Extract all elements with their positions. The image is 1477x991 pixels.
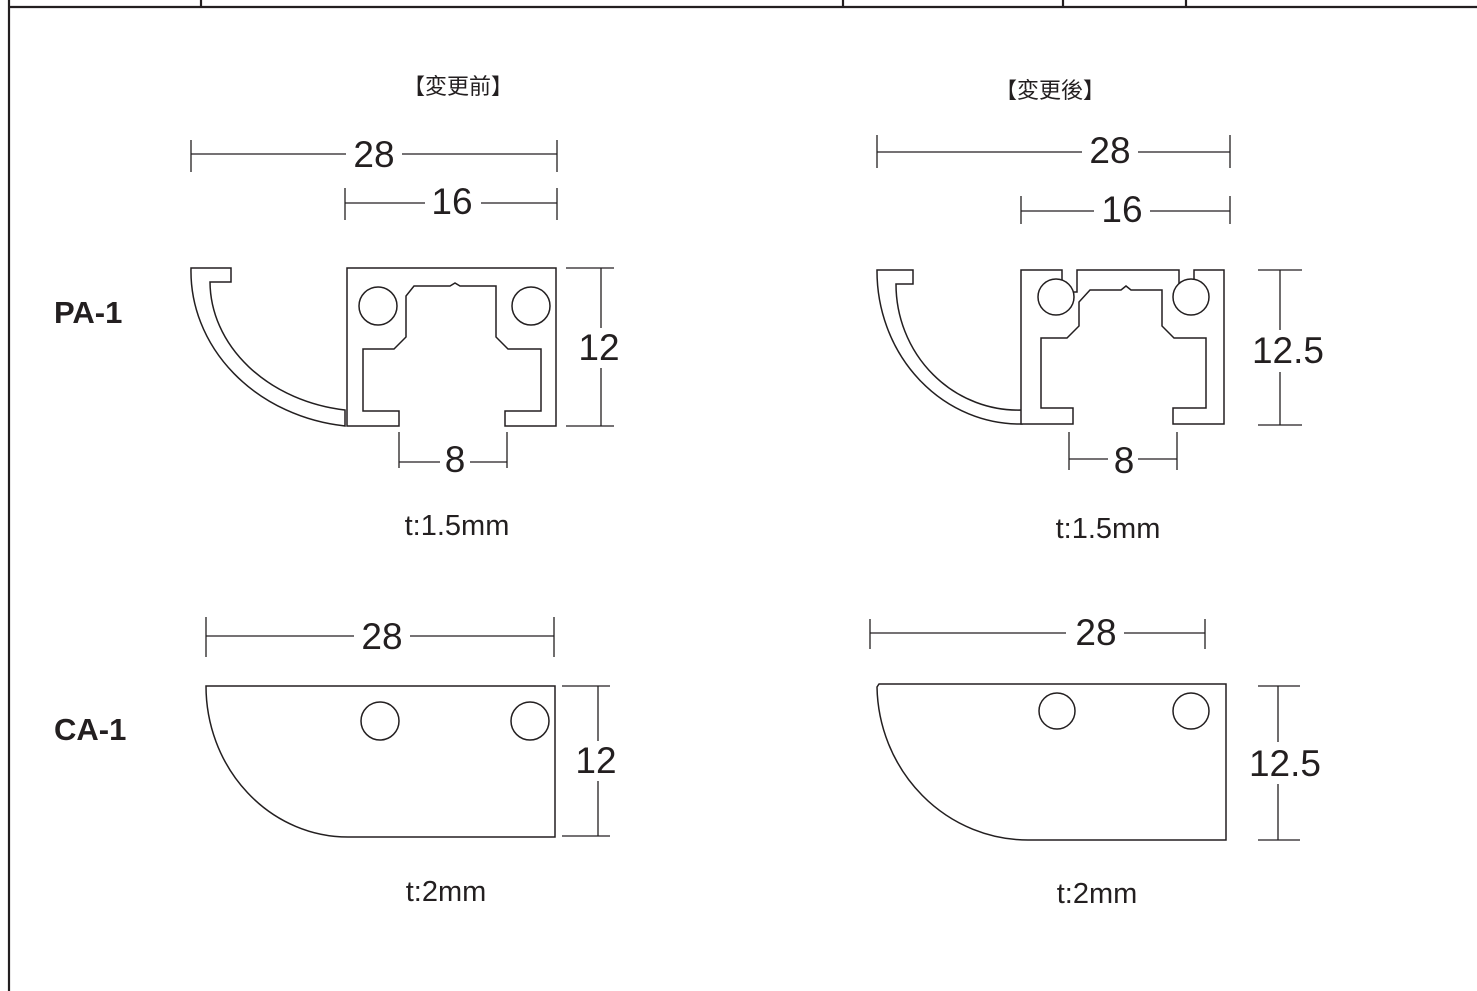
pa1-after-height: 12.5 — [1252, 330, 1324, 371]
ca1-after-dimensions: 28 12.5 — [869, 611, 1326, 841]
pa1-before-channel — [346, 267, 557, 427]
ca1-before-left-hole — [360, 701, 400, 741]
pa1-before-left-bead — [358, 286, 398, 326]
pa1-after-left-bead — [1037, 278, 1075, 316]
ca1-before-width-total: 28 — [361, 616, 402, 657]
ca1-after-thickness: t:2mm — [1057, 878, 1138, 910]
ca1-before-right-hole — [510, 701, 550, 741]
pa1-after-width-total: 28 — [1089, 130, 1130, 171]
ca1-after-width-total: 28 — [1075, 612, 1116, 653]
pa1-after-opening: 8 — [1114, 440, 1135, 481]
ca1-before-cap — [205, 685, 556, 838]
pa1-after-arc-flange — [876, 269, 1023, 425]
pa1-before-arc-flange — [190, 267, 346, 427]
header-before: 【変更前】 — [403, 75, 513, 100]
ca1-after-height: 12.5 — [1249, 743, 1321, 784]
pa1-before-opening: 8 — [445, 439, 466, 480]
ca1-before-thickness: t:2mm — [406, 876, 487, 908]
pa1-before-profile — [190, 267, 557, 427]
row-label-ca1: CA-1 — [54, 712, 126, 747]
pa1-before-thickness: t:1.5mm — [405, 510, 510, 542]
pa1-after-dimensions: 28 16 12.5 8 — [876, 130, 1330, 481]
ca1-after-cap — [876, 683, 1227, 841]
pa1-before-width-channel: 16 — [431, 181, 472, 222]
pa1-before-right-bead — [511, 286, 551, 326]
pa1-after-profile — [876, 269, 1225, 425]
ca1-after-cap-outline — [876, 683, 1227, 841]
ca1-before-cap-outline — [205, 685, 556, 838]
ca1-after-right-hole — [1172, 692, 1210, 730]
ca1-before-dimensions: 28 12 — [205, 616, 621, 837]
drawing-frame — [7, 0, 1477, 991]
header-after: 【変更後】 — [995, 79, 1105, 104]
pa1-after-right-bead — [1172, 278, 1210, 316]
ca1-before-height: 12 — [575, 740, 616, 781]
pa1-before-width-total: 28 — [353, 134, 394, 175]
pa1-after-thickness: t:1.5mm — [1056, 513, 1161, 545]
pa1-after-width-channel: 16 — [1101, 189, 1142, 230]
ca1-after-left-hole — [1038, 692, 1076, 730]
row-label-pa1: PA-1 — [54, 295, 122, 330]
pa1-after-channel — [1020, 269, 1225, 425]
pa1-before-height: 12 — [578, 327, 619, 368]
pa1-before-dimensions: 28 16 12 8 — [190, 134, 624, 480]
